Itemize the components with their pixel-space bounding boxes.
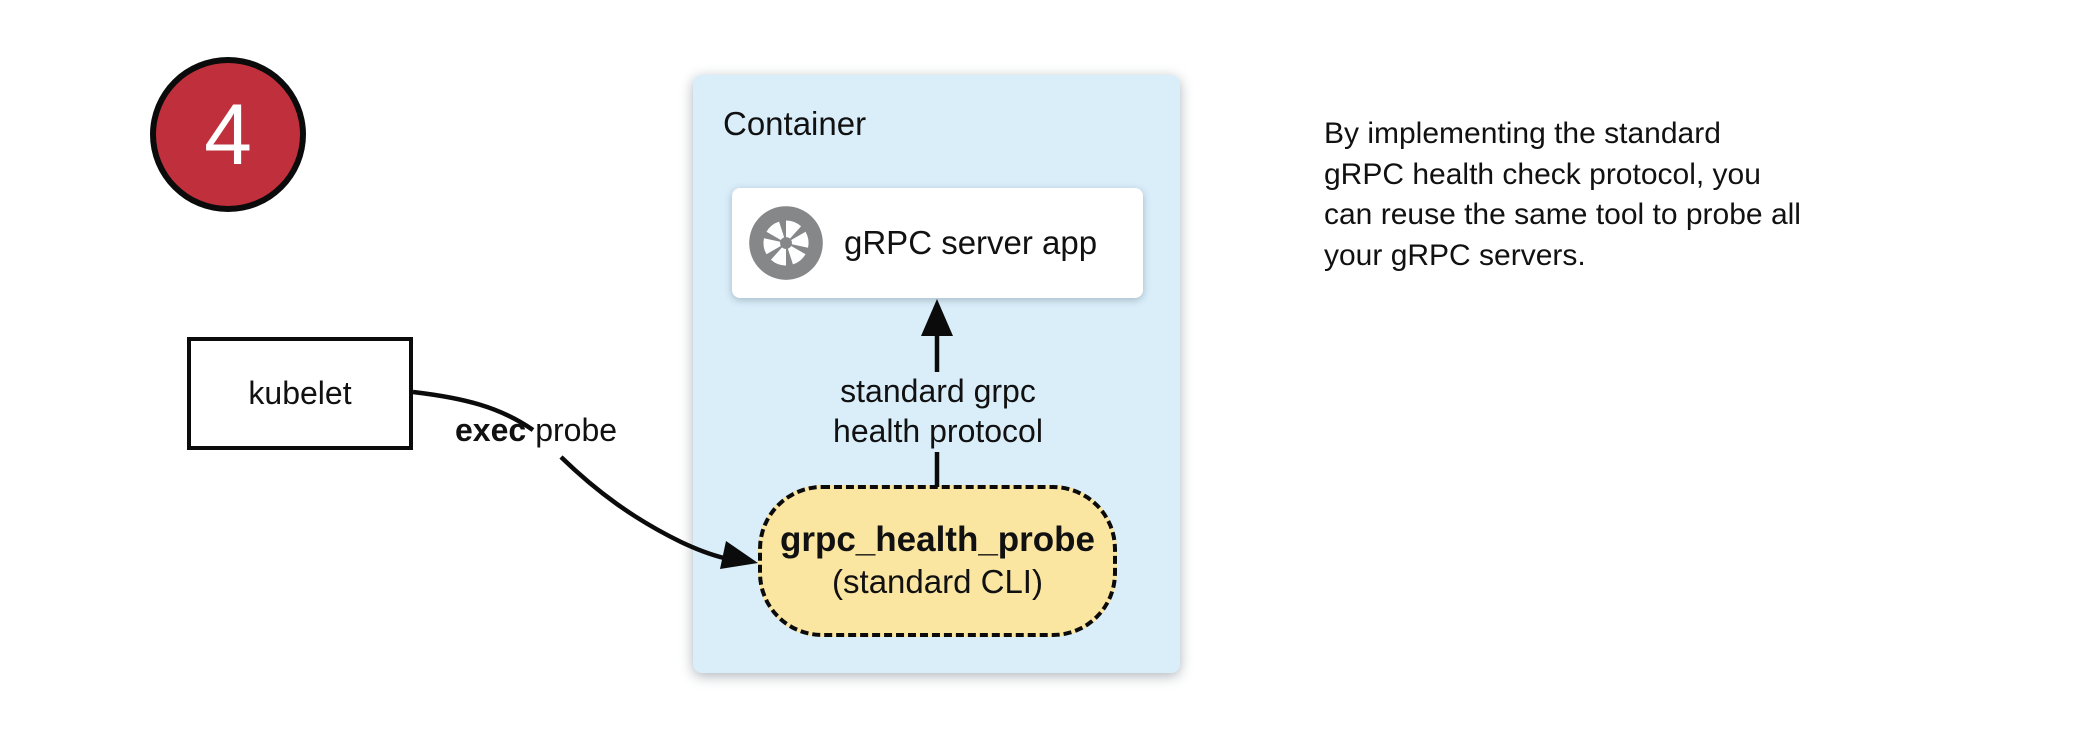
step-badge: 4	[150, 57, 306, 212]
grpc-server-node: gRPC server app	[732, 188, 1143, 298]
kubelet-node: kubelet	[187, 337, 413, 450]
aperture-icon	[749, 206, 823, 280]
grpc-health-probe-node: grpc_health_probe (standard CLI)	[758, 485, 1117, 637]
protocol-edge-label: standard grpc health protocol	[818, 371, 1058, 451]
exec-probe-label-bold: exec	[455, 412, 527, 448]
probe-pill-name: grpc_health_probe	[779, 520, 1096, 559]
kubelet-label: kubelet	[248, 375, 352, 411]
probe-pill-subtitle: (standard CLI)	[832, 563, 1043, 600]
note-line-4: your gRPC servers.	[1324, 238, 1586, 272]
protocol-label-line2: health protocol	[833, 413, 1043, 449]
step-number: 4	[204, 86, 252, 183]
note-text: By implementing the standard gRPC health…	[1324, 114, 1801, 276]
grpc-server-label: gRPC server app	[844, 224, 1098, 261]
note-line-1: By implementing the standard	[1324, 117, 1721, 150]
container-title: Container	[723, 105, 867, 142]
note-line-2: gRPC health check protocol, you	[1324, 157, 1761, 191]
note-line-3: can reuse the same tool to probe all	[1324, 198, 1801, 231]
exec-probe-label-regular: probe	[535, 412, 618, 448]
protocol-label-line1: standard grpc	[840, 373, 1036, 409]
